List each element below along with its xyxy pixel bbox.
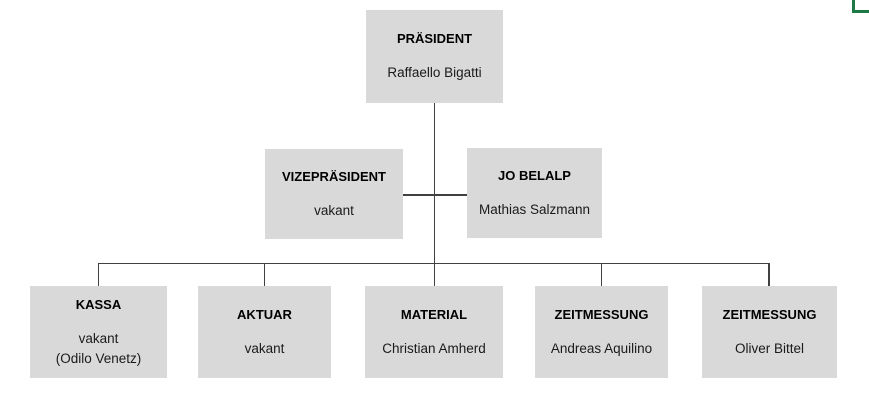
connector-level2-horizontal — [403, 194, 467, 196]
connector-level3-bus — [97, 262, 770, 264]
org-node-name: Christian Amherd — [382, 340, 486, 356]
org-node-title: PRÄSIDENT — [396, 31, 473, 46]
org-node-title: ZEITMESSUNG — [554, 306, 649, 322]
connector-stub-aktuar — [263, 262, 266, 287]
org-node-title: JO BELALP — [498, 167, 571, 183]
connector-stub-zeitmessung-2 — [768, 262, 770, 287]
org-node-name: Raffaello Bigatti — [387, 65, 482, 80]
org-node-title: KASSA — [75, 296, 122, 312]
org-node-zeitmessung-2: ZEITMESSUNG Oliver Bittel — [702, 286, 837, 378]
org-node-kassa: KASSA vakant (Odilo Venetz) — [30, 286, 167, 378]
org-node-name: Andreas Aquilino — [550, 340, 653, 356]
org-node-title: VIZEPRÄSIDENT — [281, 168, 386, 184]
green-frame-corner-vertical — [852, 0, 855, 13]
green-frame-corner-horizontal — [852, 10, 869, 13]
org-node-name: vakant — [314, 202, 354, 218]
org-node-name: Mathias Salzmann — [478, 201, 591, 217]
org-node-praesident: PRÄSIDENT Raffaello Bigatti — [366, 10, 503, 103]
org-node-title: AKTUAR — [237, 306, 292, 322]
org-node-zeitmessung-1: ZEITMESSUNG Andreas Aquilino — [535, 286, 668, 378]
org-node-name: vakant — [78, 330, 119, 346]
connector-stub-kassa — [97, 262, 99, 287]
org-node-material: MATERIAL Christian Amherd — [365, 286, 503, 378]
org-node-name-secondary: (Odilo Venetz) — [55, 350, 142, 366]
org-node-vizepraesident: VIZEPRÄSIDENT vakant — [265, 149, 403, 239]
org-node-name: Oliver Bittel — [734, 340, 805, 356]
connector-stub-zeitmessung-1 — [600, 262, 603, 287]
org-node-aktuar: AKTUAR vakant — [198, 286, 331, 378]
org-node-title: ZEITMESSUNG — [722, 306, 817, 322]
org-node-jo-belalp: JO BELALP Mathias Salzmann — [467, 148, 602, 238]
org-node-title: MATERIAL — [400, 306, 468, 322]
org-node-name: vakant — [244, 340, 285, 356]
